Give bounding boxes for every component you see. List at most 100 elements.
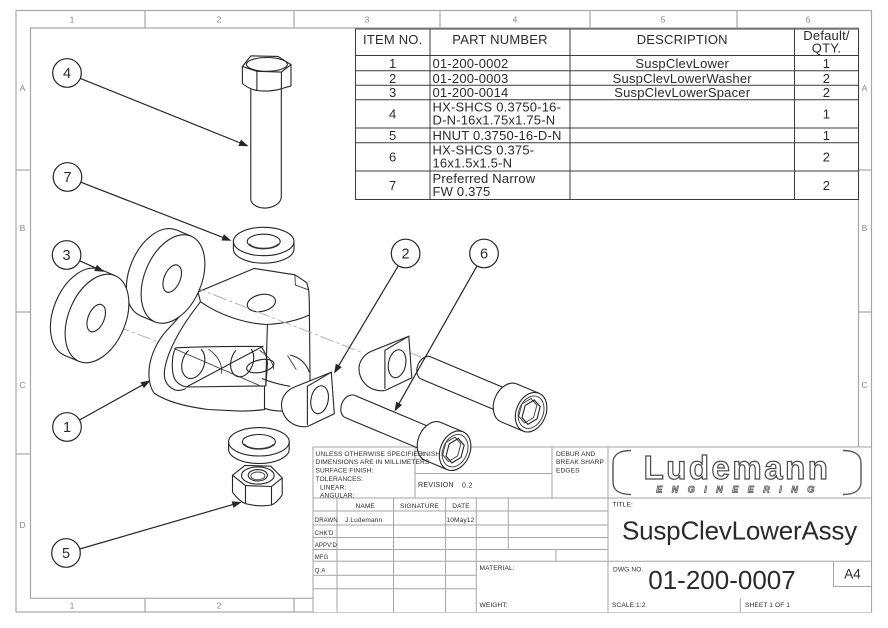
bom-cell-part: Preferred Narrow bbox=[433, 171, 536, 186]
col-header-name: NAME bbox=[355, 503, 375, 510]
bom-header-part: PART NUMBER bbox=[452, 32, 547, 47]
bom-header-qty1: Default/ bbox=[803, 28, 850, 43]
zone-label-top-1: 1 bbox=[70, 15, 75, 25]
revision-label: REVISION bbox=[418, 482, 454, 489]
zone-label-top-6: 6 bbox=[806, 15, 811, 25]
bom-row-7: 7 Preferred Narrow FW 0.375 2 bbox=[389, 171, 830, 199]
balloon-2-label: 2 bbox=[402, 246, 410, 262]
bom-row-2: 2 01-200-0003 SuspClevLowerWasher 2 bbox=[389, 71, 830, 86]
balloon-callouts: 4 7 3 1 5 2 6 bbox=[51, 58, 499, 568]
zone-label-left-C: C bbox=[19, 380, 25, 390]
zone-label-top-5: 5 bbox=[661, 15, 666, 25]
part-screw-rear bbox=[416, 355, 548, 433]
bom-cell-desc: SuspClevLower bbox=[635, 56, 729, 71]
debur-line-2: BREAK SHARP bbox=[556, 459, 605, 466]
balloon-1: 1 bbox=[52, 380, 151, 442]
tolerance-line-4: TOLERANCES: bbox=[316, 476, 364, 483]
bom-cell-qty: 2 bbox=[823, 150, 830, 165]
drawn-date: 10May12 bbox=[447, 517, 475, 524]
zone-label-bottom-1: 1 bbox=[70, 601, 75, 611]
balloon-7: 7 bbox=[52, 162, 232, 241]
bom-cell-item: 7 bbox=[389, 178, 396, 193]
explode-axis-rear bbox=[191, 285, 363, 353]
bom-row-3: 3 01-200-0014 SuspClevLowerSpacer 2 bbox=[389, 85, 830, 100]
balloon-4: 4 bbox=[52, 58, 249, 147]
exploded-view bbox=[49, 55, 548, 507]
title-block-text: UNLESS OTHERWISE SPECIFIED:DIMENSIONS AR… bbox=[315, 448, 862, 609]
part-screw-front bbox=[340, 394, 472, 471]
bom-cell-desc: SuspClevLowerWasher bbox=[613, 71, 753, 86]
tolerance-line-3: SURFACE FINISH: bbox=[316, 468, 374, 475]
zone-label-top-4: 4 bbox=[513, 15, 518, 25]
row-label-3: MFG bbox=[315, 555, 329, 561]
part-d-washer-front bbox=[280, 371, 335, 428]
bom-cell-part: HX-SHCS 0.375- bbox=[433, 143, 535, 158]
balloon-6-label: 6 bbox=[480, 246, 488, 262]
bom-header-item: ITEM NO. bbox=[363, 32, 422, 47]
drawn-name: J.Ludemann bbox=[345, 517, 383, 524]
bom-cell-item: 1 bbox=[389, 56, 396, 71]
bom-row-5: 5 HNUT 0.3750-16-D-N 1 bbox=[389, 128, 830, 143]
zone-label-bottom-2: 2 bbox=[217, 601, 222, 611]
row-label-2: APPV'D bbox=[315, 543, 338, 549]
finish-label: FINISH: bbox=[418, 451, 442, 458]
zone-label-left-B: B bbox=[20, 223, 26, 233]
bom-cell-item: 3 bbox=[389, 85, 396, 100]
bom-cell-part2: 16x1.5x1.5-N bbox=[433, 156, 513, 171]
bom-row-1: 1 01-200-0002 SuspClevLower 1 bbox=[389, 56, 830, 71]
row-label-0: DRAWN bbox=[315, 518, 338, 524]
balloon-2: 2 bbox=[334, 238, 421, 374]
zone-label-right-C: C bbox=[861, 380, 867, 390]
bom-cell-part: HNUT 0.3750-16-D-N bbox=[433, 128, 562, 143]
debur-line-1: DEBUR AND bbox=[556, 451, 596, 458]
bom-cell-item: 2 bbox=[389, 71, 396, 86]
balloon-1-label: 1 bbox=[63, 420, 71, 436]
row-label-1: CHK'D bbox=[315, 531, 334, 537]
balloon-6: 6 bbox=[394, 238, 499, 412]
part-hex-nut bbox=[231, 464, 284, 507]
balloon-7-label: 7 bbox=[63, 170, 71, 186]
drawing-title: SuspClevLowerAssy bbox=[622, 516, 857, 546]
bom-cell-part: 01-200-0002 bbox=[433, 56, 509, 71]
bom-cell-part: 01-200-0003 bbox=[433, 71, 509, 86]
scale-label: SCALE:1:2 bbox=[612, 602, 646, 609]
bom-cell-item: 4 bbox=[389, 107, 396, 122]
company-logo: Ludemann E N G I N E E R I N G bbox=[612, 448, 862, 496]
bom-header-qty2: QTY. bbox=[812, 41, 841, 56]
bom-cell-desc: SuspClevLowerSpacer bbox=[614, 85, 751, 100]
zone-label-right-A: A bbox=[862, 83, 868, 93]
balloon-3: 3 bbox=[51, 240, 105, 272]
sheet-label: SHEET 1 OF 1 bbox=[745, 602, 790, 609]
revision-value: 0.2 bbox=[462, 483, 473, 490]
part-spacer-front bbox=[49, 267, 130, 364]
zone-label-left-D: D bbox=[19, 520, 25, 530]
balloon-5: 5 bbox=[51, 501, 242, 568]
debur-line-3: EDGES bbox=[556, 468, 580, 475]
tolerance-line-2: DIMENSIONS ARE IN MILLIMETERS bbox=[316, 459, 430, 466]
row-label-4: Q.A bbox=[315, 569, 326, 575]
bom-cell-qty: 1 bbox=[823, 107, 830, 122]
logo-tagline: E N G I N E E R I N G bbox=[656, 485, 818, 495]
bom-cell-part2: FW 0.375 bbox=[433, 184, 491, 199]
bom-row-6: 6 HX-SHCS 0.375- 16x1.5x1.5-N 2 bbox=[389, 143, 830, 171]
balloon-5-label: 5 bbox=[62, 546, 70, 562]
part-spacer-rear bbox=[125, 227, 206, 324]
bom-cell-item: 5 bbox=[389, 128, 396, 143]
col-header-signature: SIGNATURE bbox=[400, 503, 439, 510]
bom-header-desc: DESCRIPTION bbox=[637, 32, 728, 47]
col-header-date: DATE bbox=[452, 503, 470, 510]
bom-cell-part: HX-SHCS 0.3750-16- bbox=[433, 100, 562, 115]
bom-cell-part2: D-N-16x1.75x1.75-N bbox=[433, 113, 556, 128]
tolerance-line-6: ANGULAR: bbox=[320, 492, 355, 499]
bom-row-4: 4 HX-SHCS 0.3750-16- D-N-16x1.75x1.75-N … bbox=[389, 100, 830, 128]
part-washer-top bbox=[232, 226, 295, 264]
bom-cell-qty: 1 bbox=[823, 56, 830, 71]
title-block bbox=[312, 446, 872, 612]
dwg-no-label: DWG NO. bbox=[613, 567, 643, 574]
part-d-washer-rear bbox=[358, 335, 413, 392]
bom-cell-qty: 2 bbox=[823, 85, 830, 100]
zone-label-top-2: 2 bbox=[217, 15, 222, 25]
zone-label-right-B: B bbox=[862, 223, 868, 233]
